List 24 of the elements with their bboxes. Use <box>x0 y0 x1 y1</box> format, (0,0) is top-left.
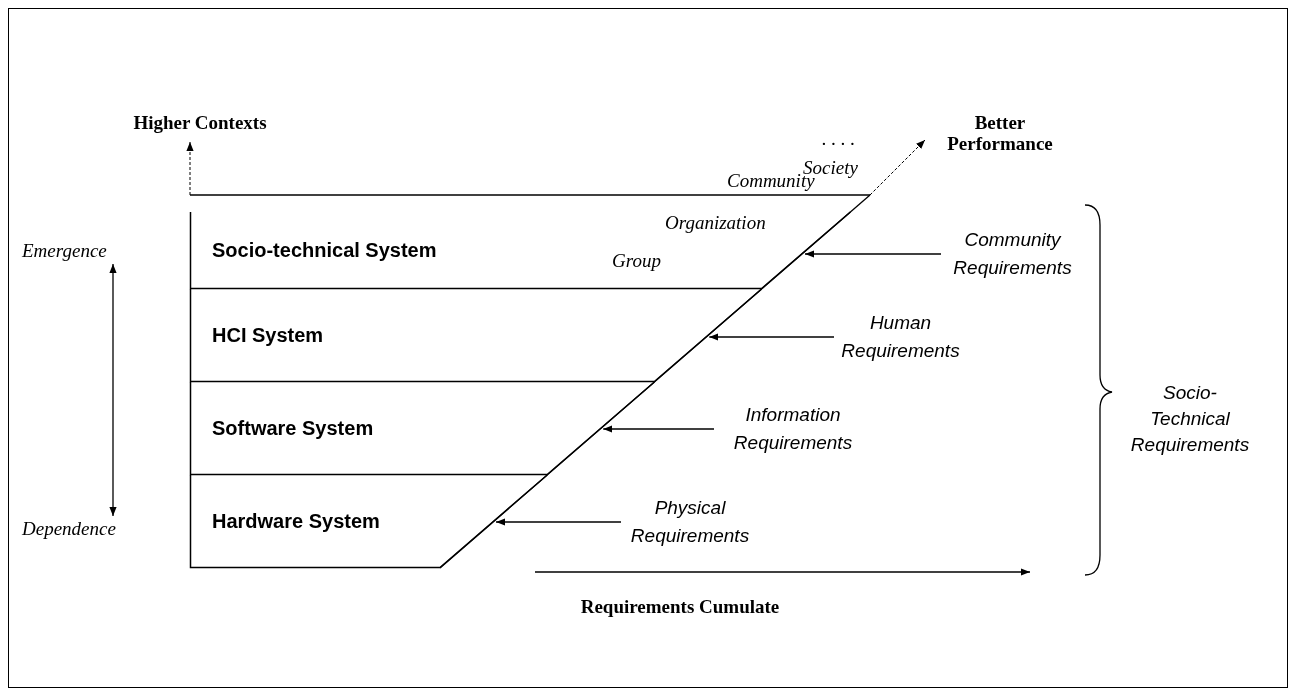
axis-end-label: Dependence <box>22 518 172 540</box>
ellipsis: . . . . <box>822 128 856 150</box>
band-label: HCI System <box>212 323 324 347</box>
band-label: Socio-technical System <box>212 238 437 262</box>
axis-title: Higher Contexts <box>132 112 268 133</box>
arrow <box>495 518 622 526</box>
band-label: Software System <box>212 416 374 440</box>
arrow <box>804 250 942 258</box>
context-level-label: Organization <box>665 212 766 234</box>
requirement-label: Human Requirements <box>838 309 963 365</box>
requirement-label: Community Requirements <box>945 226 1080 282</box>
system-layer-band <box>190 475 548 568</box>
axis-end-label: Emergence <box>22 240 172 262</box>
requirement-label: Physical Requirements <box>625 494 755 550</box>
band-label: Hardware System <box>212 509 380 533</box>
requirement-group-label: Socio-Technical Requirements <box>1129 381 1251 457</box>
axis-title: Better Performance <box>946 112 1054 154</box>
arrow <box>708 333 835 341</box>
context-level-label: Group <box>612 250 661 272</box>
requirement-label: Information Requirements <box>718 401 868 457</box>
system-layer-band <box>190 212 851 289</box>
arrow <box>602 425 715 433</box>
arrow <box>109 263 117 517</box>
axis-title: Requirements Cumulate <box>579 596 781 617</box>
